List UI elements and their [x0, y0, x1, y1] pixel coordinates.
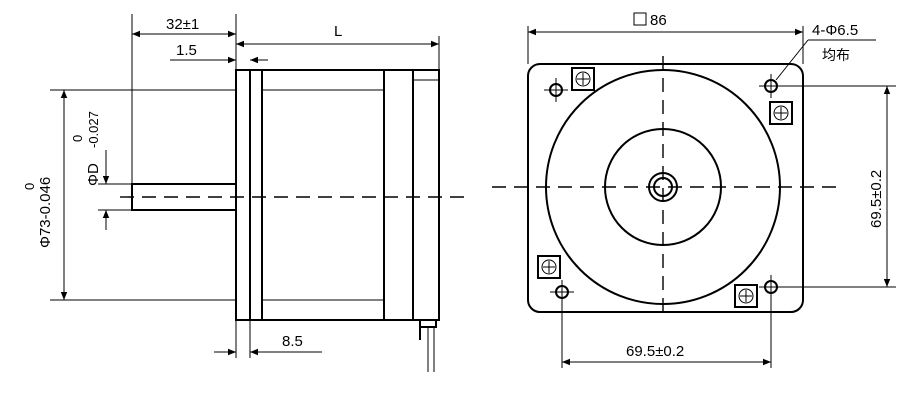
dim-shaft-tol-lower: -0.027 [86, 111, 101, 148]
dim-hole-pitch-vertical: 69.5±0.2 [868, 170, 885, 228]
dim-hole-pitch-horizontal: 69.5±0.2 [626, 343, 684, 360]
dim-shaft-length: 32±1 [166, 16, 199, 33]
dim-holes: 4-Φ6.5 [812, 22, 858, 39]
screw-head-2 [769, 101, 793, 125]
motor-body [235, 69, 440, 321]
dim-boss-tol-upper: 0 [22, 183, 37, 190]
dim-flange-thickness: 1.5 [176, 42, 197, 59]
dim-shaft-diameter: ΦD [85, 163, 102, 186]
screw-head-3 [537, 255, 561, 279]
dim-body-length: L [334, 23, 342, 40]
dim-boss-depth: 8.5 [282, 333, 303, 350]
screw-head-1 [571, 67, 595, 91]
dim-holes-note: 均布 [822, 48, 850, 64]
side-view: 32±1 1.5 L ΦD 0 -0.027 Φ73-0.046 0 8.5 [22, 14, 466, 372]
dim-boss-diameter: Φ73-0.046 [37, 177, 54, 248]
square-symbol [633, 12, 647, 26]
dim-square-size: 86 [650, 12, 667, 29]
mounting-hole-tl [544, 78, 568, 102]
dim-shaft-tol-upper: 0 [70, 135, 85, 142]
front-view: 86 4-Φ6.5 均布 69.5±0.2 69.5±0.2 [492, 12, 896, 368]
lead-wire [419, 319, 437, 372]
flange-square [527, 63, 804, 313]
screw-head-4 [734, 284, 758, 308]
